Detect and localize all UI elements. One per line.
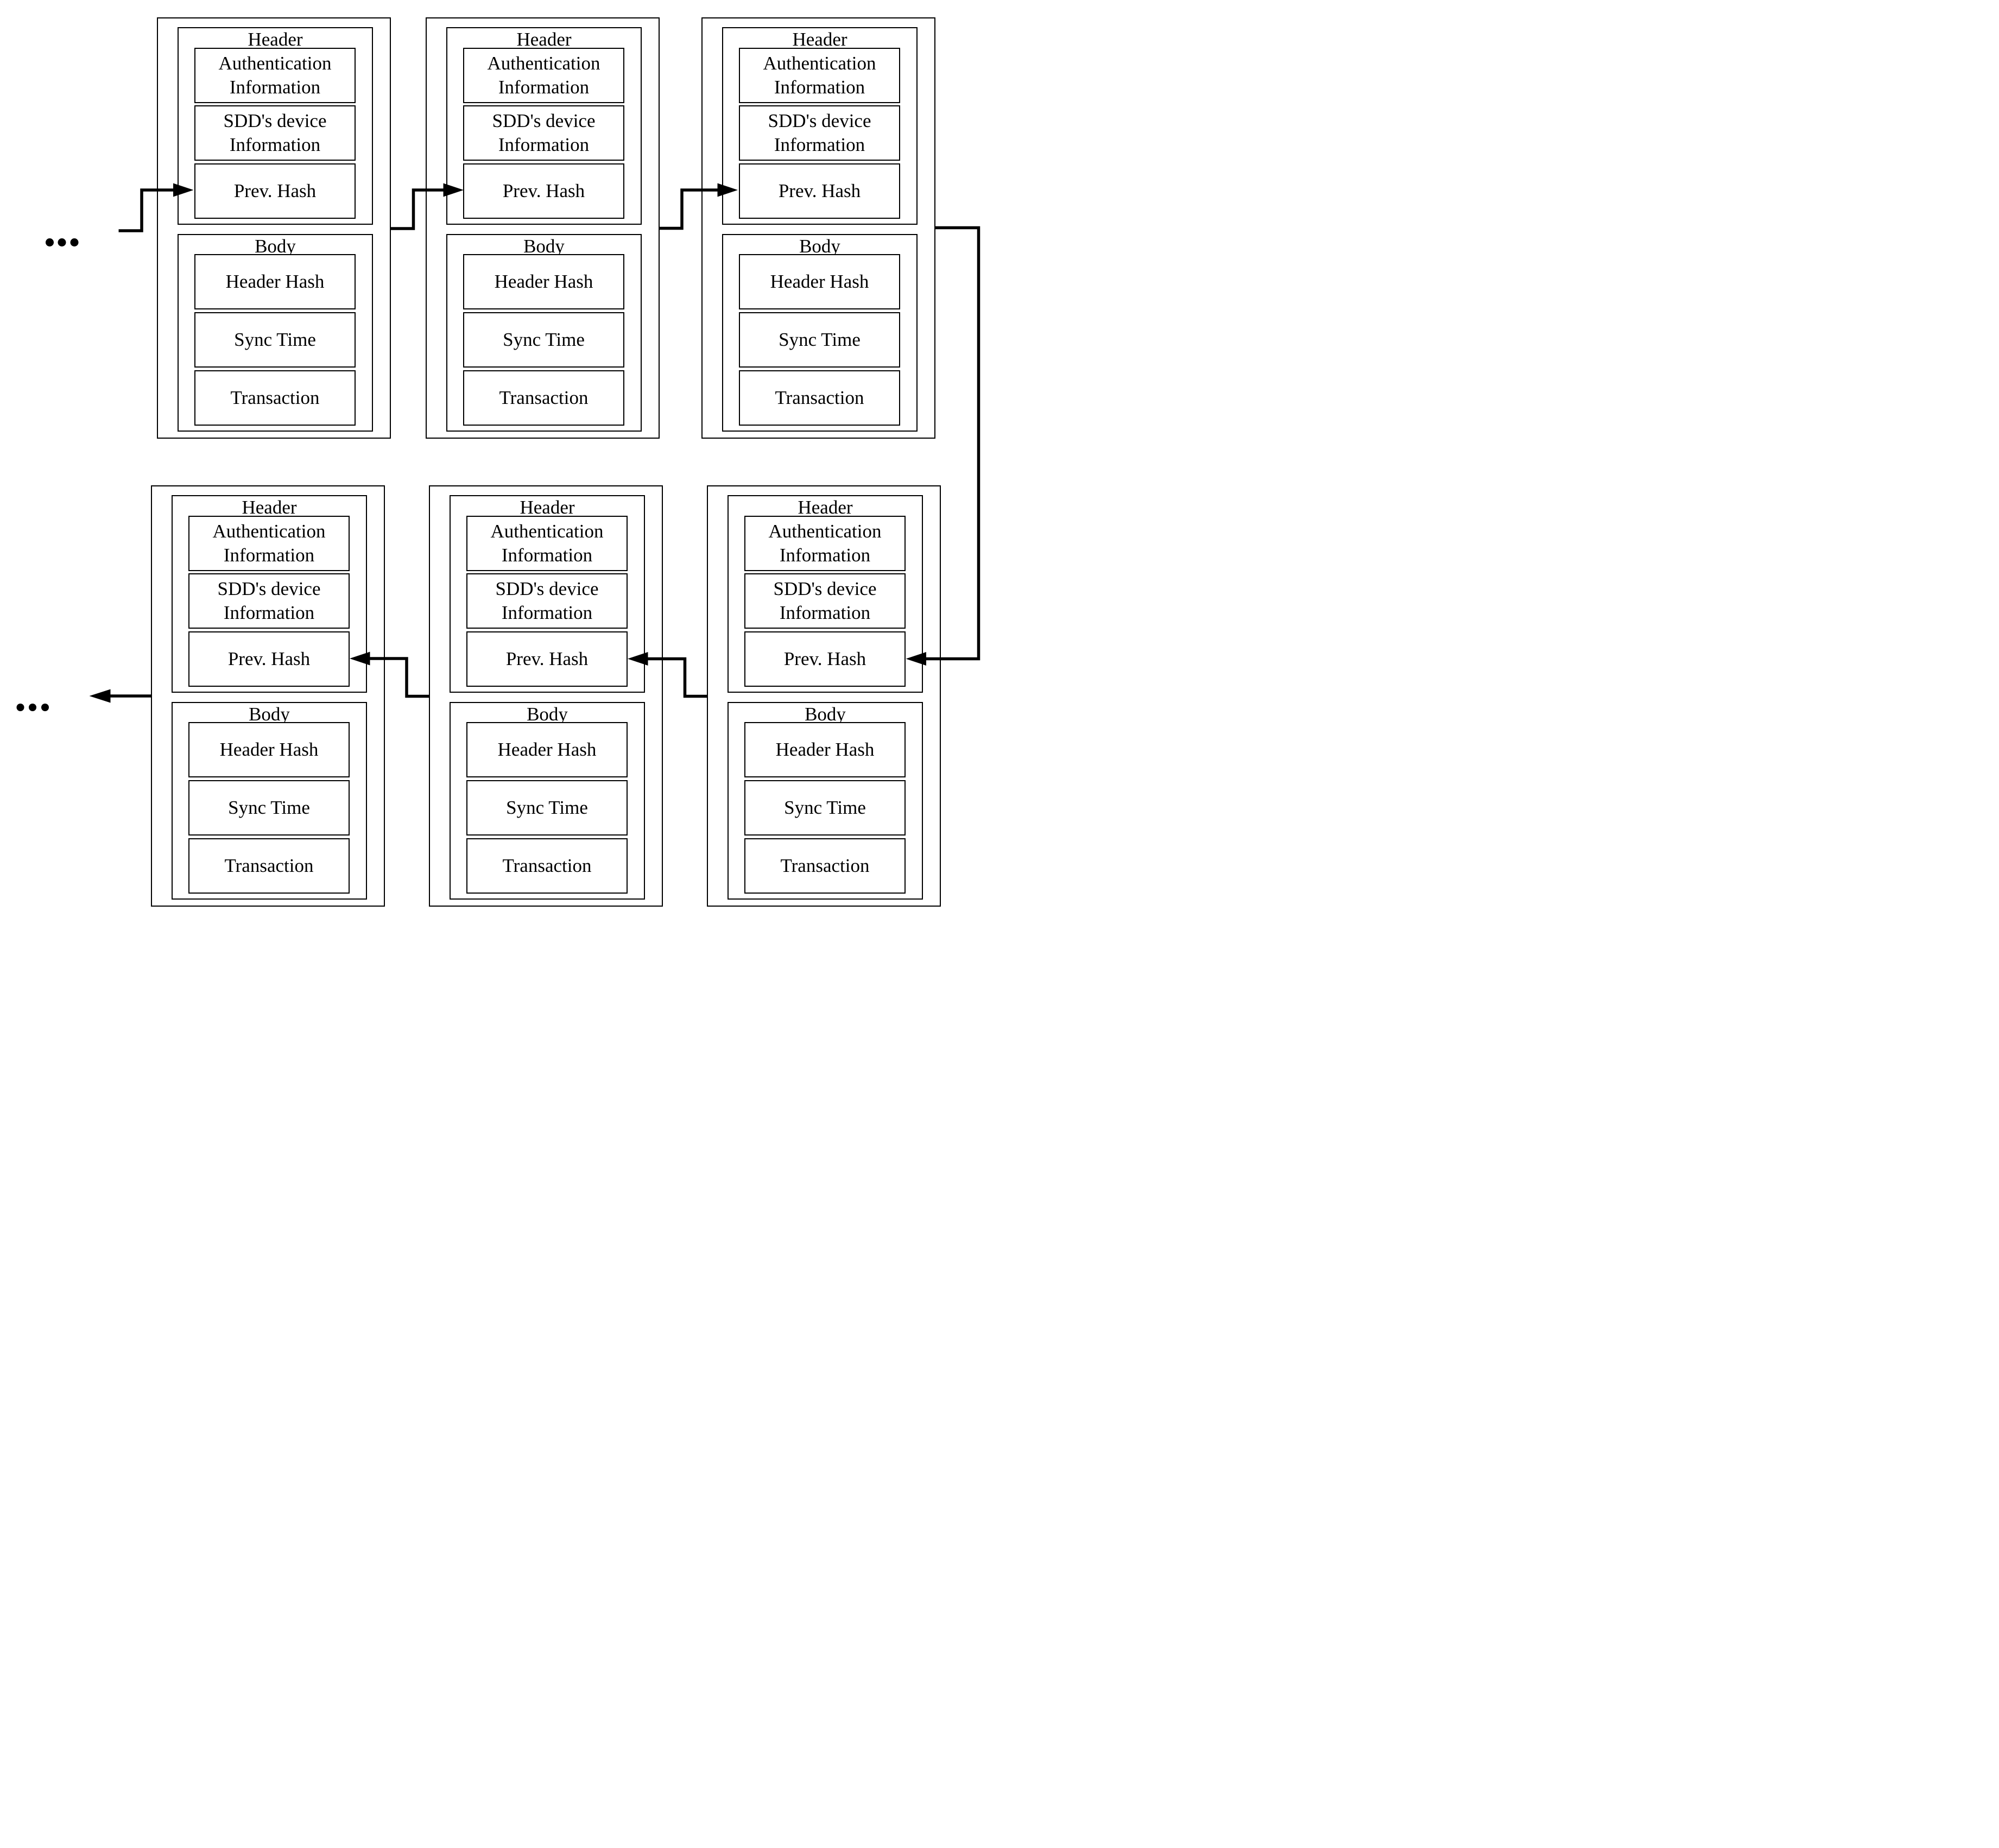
body-section-label: Body: [527, 704, 568, 725]
prev-hash-box: Prev. Hash: [463, 163, 624, 219]
body-section-label: Body: [799, 236, 840, 257]
continuation-dots-bottom-left: [16, 704, 49, 711]
header-hash-box: Header Hash: [739, 254, 900, 309]
sdd-device-information-box: SDD's device Information: [188, 573, 350, 629]
sync-time-box: Sync Time: [744, 780, 906, 836]
sync-time-box: Sync Time: [463, 312, 624, 368]
authentication-information-box: Authentication Information: [194, 48, 356, 103]
sdd-device-information-box: SDD's device Information: [463, 105, 624, 161]
authentication-information-box: Authentication Information: [739, 48, 900, 103]
authentication-information-box: Authentication Information: [188, 516, 350, 571]
header-hash-box: Header Hash: [466, 722, 628, 777]
body-section-label: Body: [249, 704, 290, 725]
block-top-right: Header Authentication Information SDD's …: [701, 17, 935, 439]
transaction-box: Transaction: [744, 838, 906, 894]
body-section-label: Body: [255, 236, 296, 257]
prev-hash-box: Prev. Hash: [194, 163, 356, 219]
header-section-label: Header: [516, 29, 572, 50]
body-section-label: Body: [523, 236, 565, 257]
authentication-information-box: Authentication Information: [466, 516, 628, 571]
transaction-box: Transaction: [739, 370, 900, 426]
authentication-information-box: Authentication Information: [463, 48, 624, 103]
header-section-label: Header: [792, 29, 847, 50]
header-hash-box: Header Hash: [194, 254, 356, 309]
prev-hash-box: Prev. Hash: [739, 163, 900, 219]
sync-time-box: Sync Time: [739, 312, 900, 368]
sync-time-box: Sync Time: [194, 312, 356, 368]
link-bottom-left-to-chain-continuation-arrow: [89, 689, 151, 703]
authentication-information-box: Authentication Information: [744, 516, 906, 571]
header-section-label: Header: [242, 497, 297, 518]
body-section-label: Body: [805, 704, 846, 725]
transaction-box: Transaction: [463, 370, 624, 426]
block-bottom-middle: Header Authentication Information SDD's …: [429, 485, 663, 907]
header-hash-box: Header Hash: [744, 722, 906, 777]
sdd-device-information-box: SDD's device Information: [744, 573, 906, 629]
prev-hash-box: Prev. Hash: [188, 631, 350, 687]
sdd-device-information-box: SDD's device Information: [194, 105, 356, 161]
transaction-box: Transaction: [194, 370, 356, 426]
header-section-label: Header: [248, 29, 303, 50]
blockchain-diagram: Header Authentication Information SDD's …: [0, 0, 1000, 924]
block-bottom-left: Header Authentication Information SDD's …: [151, 485, 385, 907]
header-hash-box: Header Hash: [188, 722, 350, 777]
transaction-box: Transaction: [188, 838, 350, 894]
block-top-middle: Header Authentication Information SDD's …: [426, 17, 660, 439]
header-hash-box: Header Hash: [463, 254, 624, 309]
sync-time-box: Sync Time: [466, 780, 628, 836]
header-section-label: Header: [798, 497, 853, 518]
block-bottom-right: Header Authentication Information SDD's …: [707, 485, 941, 907]
prev-hash-box: Prev. Hash: [466, 631, 628, 687]
block-top-left: Header Authentication Information SDD's …: [157, 17, 391, 439]
sync-time-box: Sync Time: [188, 780, 350, 836]
continuation-dots-top-left: [46, 238, 79, 246]
prev-hash-box: Prev. Hash: [744, 631, 906, 687]
transaction-box: Transaction: [466, 838, 628, 894]
header-section-label: Header: [520, 497, 575, 518]
sdd-device-information-box: SDD's device Information: [466, 573, 628, 629]
sdd-device-information-box: SDD's device Information: [739, 105, 900, 161]
